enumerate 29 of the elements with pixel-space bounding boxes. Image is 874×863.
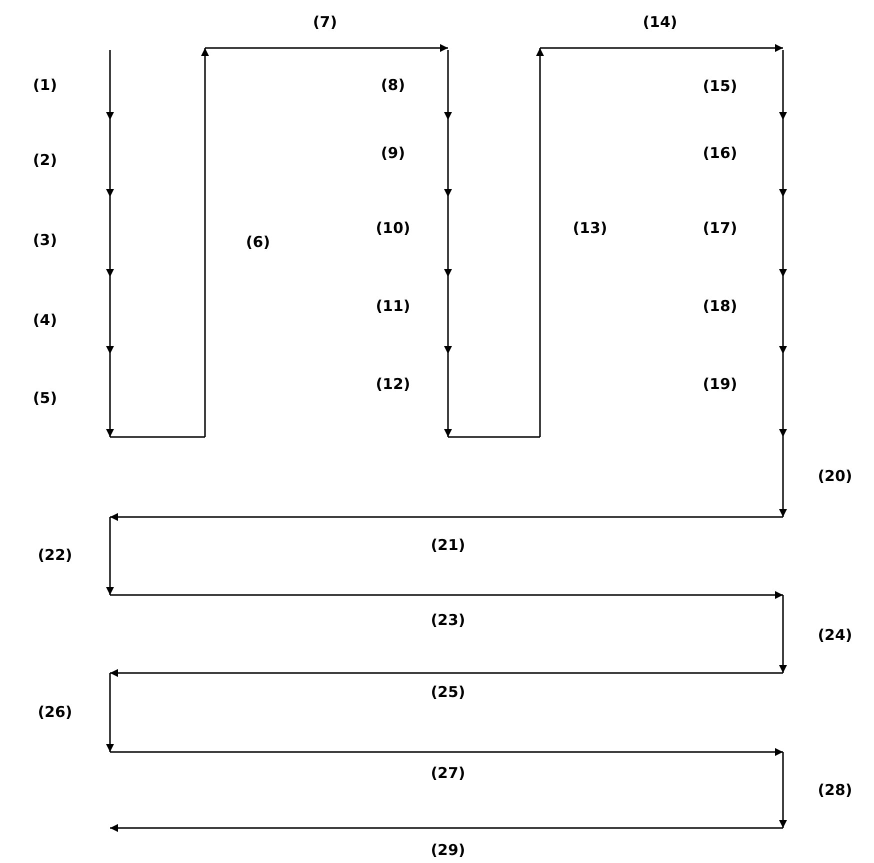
segment-label: (14) bbox=[642, 13, 678, 31]
segment-label: (2) bbox=[32, 151, 58, 169]
segment-label: (21) bbox=[430, 536, 466, 554]
segment-label: (29) bbox=[430, 841, 466, 859]
segment-label: (4) bbox=[32, 311, 58, 329]
segment-label: (20) bbox=[818, 467, 852, 485]
segment-label: (5) bbox=[32, 389, 58, 407]
segment-label: (9) bbox=[380, 144, 406, 162]
segment-label: (10) bbox=[376, 219, 410, 237]
segment-label: (19) bbox=[702, 375, 738, 393]
segment-label: (8) bbox=[380, 76, 406, 94]
segment-label: (16) bbox=[702, 144, 738, 162]
segment-label: (15) bbox=[702, 77, 738, 95]
segment-label: (18) bbox=[702, 297, 738, 315]
segment-label: (24) bbox=[818, 626, 852, 644]
segment-label: (26) bbox=[38, 703, 72, 721]
segment-label: (17) bbox=[702, 219, 738, 237]
segment-label: (11) bbox=[376, 297, 410, 315]
segment-label: (23) bbox=[430, 611, 466, 629]
segment-label: (27) bbox=[430, 764, 466, 782]
segment-label: (22) bbox=[38, 546, 72, 564]
segment-label: (28) bbox=[818, 781, 852, 799]
segment-label: (13) bbox=[572, 219, 608, 237]
segment-label: (7) bbox=[312, 13, 338, 31]
segment-label: (25) bbox=[430, 683, 466, 701]
segment-label: (12) bbox=[376, 375, 410, 393]
segment-label: (6) bbox=[246, 233, 270, 251]
segment-label: (1) bbox=[32, 76, 58, 94]
segment-label: (3) bbox=[32, 231, 58, 249]
